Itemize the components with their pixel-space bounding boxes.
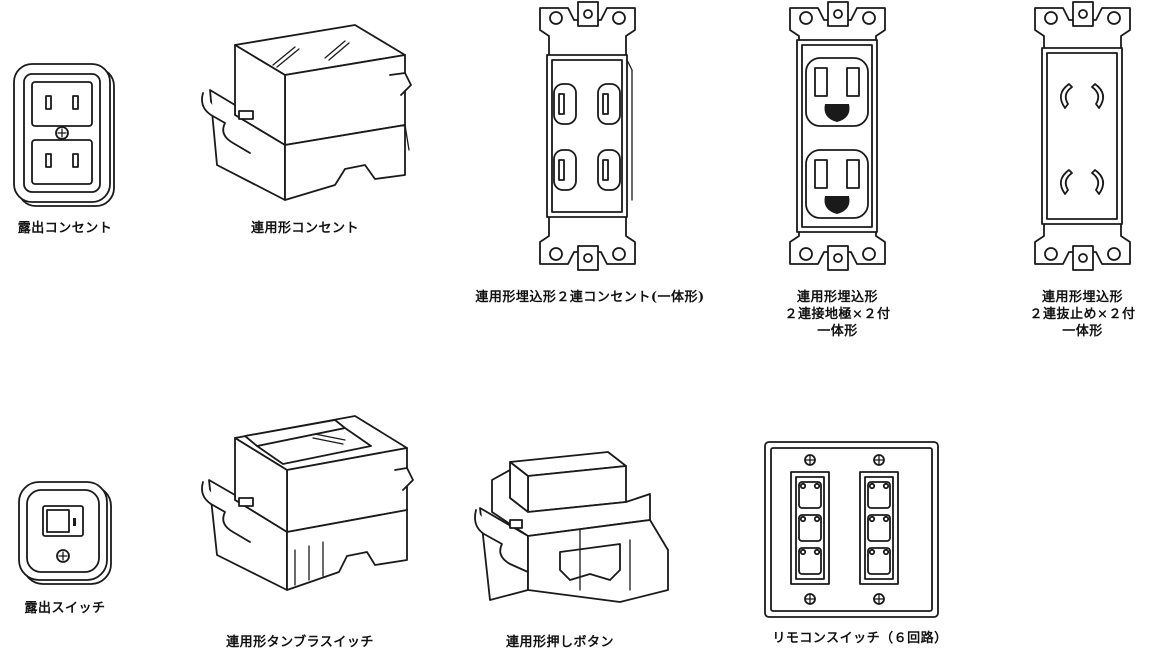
tumbler-switch-caption: 連用形タンブラスイッチ [226, 635, 374, 650]
push-button-caption: 連用形押しボタン [505, 635, 614, 650]
locking-double-outlet-figure [1025, 0, 1140, 272]
remote-switch-caption: リモコンスイッチ（６回路） [772, 631, 948, 646]
grounded-double-outlet-caption: 連用形埋込形 ２連接地極×２付 一体形 [784, 290, 891, 339]
exposed-switch-caption: 露出スイッチ [24, 601, 106, 616]
embedded-double-outlet-caption: 連用形埋込形２連コンセント(一体形) [475, 290, 705, 305]
remote-switch-figure [763, 440, 943, 620]
grounded-double-outlet-figure [780, 0, 895, 272]
exposed-switch-figure [15, 478, 115, 588]
series-outlet-figure [195, 15, 415, 210]
exposed-outlet-figure [10, 60, 120, 210]
embedded-double-outlet-figure [530, 0, 645, 272]
series-outlet-caption: 連用形コンセント [250, 221, 359, 236]
push-button-figure [470, 440, 680, 610]
locking-double-outlet-caption: 連用形埋込形 ２連抜止め×２付 一体形 [1029, 290, 1136, 339]
exposed-outlet-caption: 露出コンセント [17, 221, 113, 236]
tumbler-switch-figure [195, 400, 420, 600]
